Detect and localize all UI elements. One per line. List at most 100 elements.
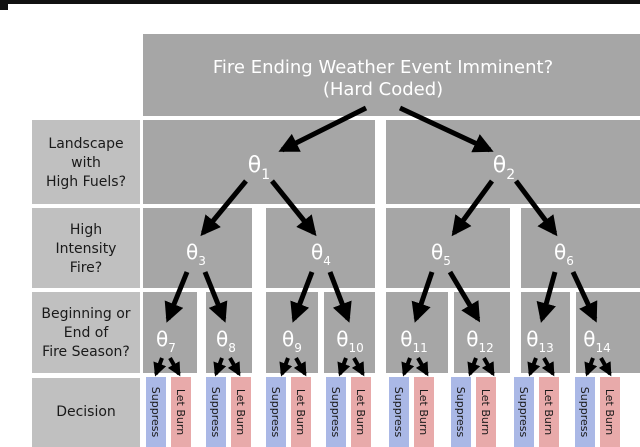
tree-arrow: [415, 357, 429, 377]
tree-arrow: [167, 357, 181, 377]
let-burn-box: [539, 377, 559, 447]
tree-arrow: [447, 270, 481, 323]
tree-arrow: [351, 357, 365, 377]
node-label: θ10: [336, 327, 364, 355]
level3-panel: [206, 292, 252, 373]
node-label: θ4: [311, 240, 331, 268]
suppress-box: [514, 377, 534, 447]
row-label-text: High: [70, 222, 102, 238]
suppress-box: [575, 377, 595, 447]
tree-arrow: [202, 271, 228, 323]
row-label-text: Intensity: [56, 241, 117, 257]
suppress-box: [326, 377, 346, 447]
let-burn-box: [291, 377, 311, 447]
tree-arrow: [200, 179, 248, 237]
node-label: θ11: [400, 327, 428, 355]
suppress-label: Suppress: [392, 387, 405, 438]
suppress-label: Suppress: [149, 387, 162, 438]
let-burn-label: Let Burn: [354, 389, 367, 435]
level1-panel: [143, 120, 375, 204]
level2-panel: [143, 208, 252, 288]
tree-arrow: [527, 357, 541, 377]
node-label: θ5: [431, 240, 451, 268]
suppress-box: [266, 377, 286, 447]
row-label-text: End of: [64, 325, 110, 341]
row-label-panel: [32, 208, 140, 288]
tree-arrow: [398, 105, 494, 153]
row-label-text: with: [71, 155, 101, 171]
tree-arrow: [467, 357, 481, 377]
tree-arrow: [541, 357, 555, 377]
row-label-text: Landscape: [48, 136, 123, 152]
tree-arrow: [278, 105, 368, 153]
tree-arrow: [481, 357, 495, 377]
let-burn-label: Let Burn: [417, 389, 430, 435]
tree-arrow: [270, 179, 317, 237]
row-label-text: Fire Season?: [42, 344, 130, 360]
tree-arrow: [451, 179, 495, 237]
let-burn-box: [231, 377, 251, 447]
tree-arrow: [401, 357, 415, 377]
suppress-label: Suppress: [329, 387, 342, 438]
let-burn-label: Let Burn: [479, 389, 492, 435]
header-title: Fire Ending Weather Event Imminent?: [213, 57, 553, 78]
level3-panel: [454, 292, 510, 373]
tree-arrow: [411, 271, 435, 323]
tree-arrow: [164, 271, 190, 323]
suppress-label: Suppress: [209, 387, 222, 438]
tree-arrow: [514, 179, 558, 237]
node-label: θ3: [186, 240, 206, 268]
tree-arrow: [153, 357, 167, 377]
tree-arrow: [227, 357, 241, 377]
top-rule: [0, 0, 640, 4]
level1-panel: [386, 120, 640, 204]
header-subtitle: (Hard Coded): [323, 79, 443, 100]
row-label-text: Fire?: [70, 260, 102, 276]
let-burn-box: [414, 377, 434, 447]
tree-arrow: [570, 270, 598, 323]
row-label-text: Beginning or: [41, 306, 130, 322]
suppress-label: Suppress: [269, 387, 282, 438]
suppress-label: Suppress: [578, 387, 591, 438]
tree-arrow: [327, 271, 352, 323]
node-label: θ6: [554, 240, 574, 268]
node-label: θ12: [466, 327, 494, 355]
suppress-box: [206, 377, 226, 447]
tree-arrow: [536, 271, 558, 323]
suppress-box: [146, 377, 166, 447]
suppress-label: Suppress: [454, 387, 467, 438]
suppress-box: [389, 377, 409, 447]
let-burn-label: Let Burn: [234, 389, 247, 435]
node-label: θ13: [526, 327, 554, 355]
row-label-panel: [32, 120, 140, 204]
row-label-panel: [32, 378, 140, 447]
let-burn-box: [351, 377, 371, 447]
suppress-label: Suppress: [517, 387, 530, 438]
level3-panel: [324, 292, 375, 373]
node-label: θ14: [583, 327, 611, 355]
row-label-panel: [32, 292, 140, 373]
level3-panel: [386, 292, 448, 373]
tree-arrow: [279, 357, 293, 377]
tree-arrow: [598, 357, 612, 377]
tree-arrow: [293, 357, 307, 377]
top-rule-tick: [0, 0, 8, 10]
let-burn-box: [171, 377, 191, 447]
row-label-text: Decision: [56, 404, 116, 420]
node-label: θ8: [216, 327, 236, 355]
level2-panel: [266, 208, 375, 288]
level2-panel: [521, 208, 640, 288]
tree-arrow: [290, 271, 315, 323]
node-label: θ2: [493, 153, 515, 183]
let-burn-box: [600, 377, 620, 447]
let-burn-box: [476, 377, 496, 447]
node-label: θ1: [248, 153, 270, 183]
header-panel: [143, 34, 640, 116]
tree-arrow: [584, 357, 598, 377]
node-label: θ7: [156, 327, 176, 355]
row-label-text: High Fuels?: [46, 174, 126, 190]
let-burn-label: Let Burn: [294, 389, 307, 435]
level2-panel: [386, 208, 510, 288]
tree-arrow: [213, 357, 227, 377]
